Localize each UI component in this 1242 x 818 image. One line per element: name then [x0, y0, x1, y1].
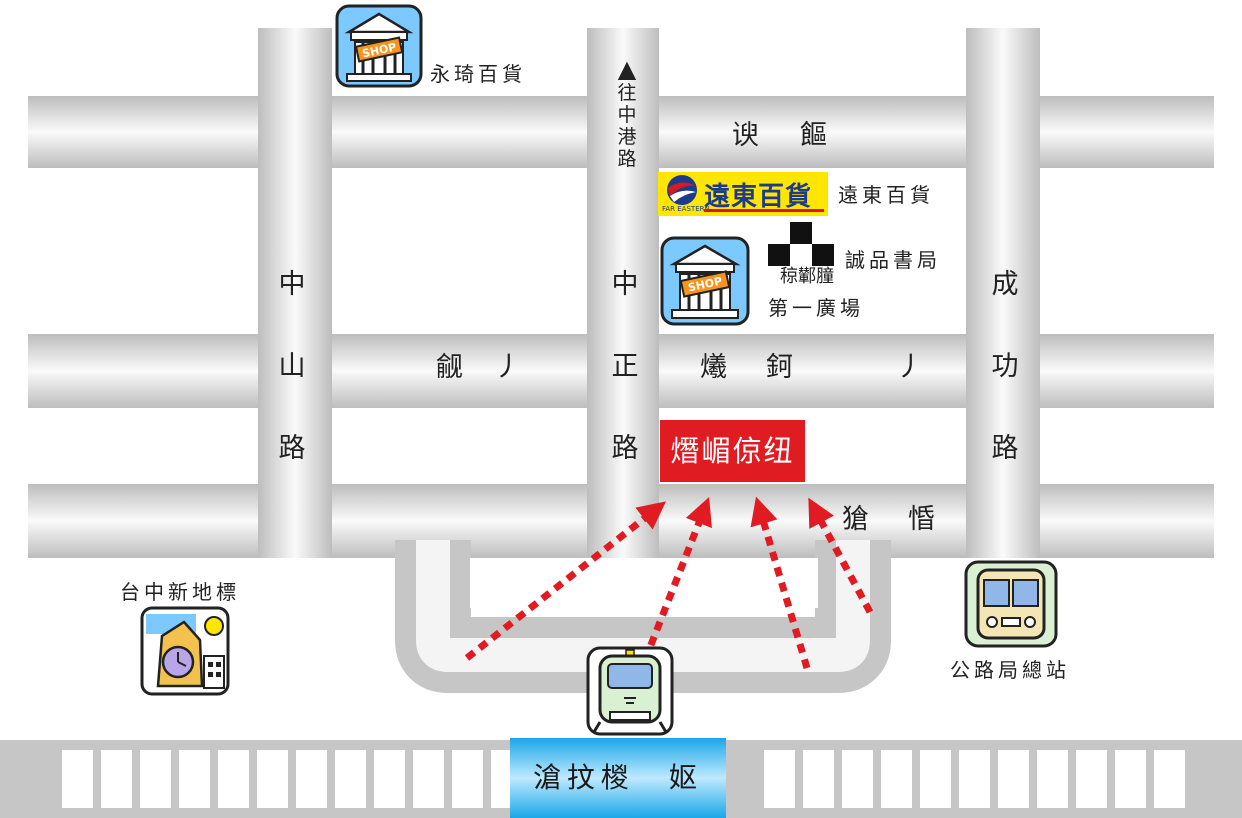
- road-zhongzheng: [587, 28, 659, 558]
- railway-tie: [803, 750, 834, 808]
- clock-tower-icon: [140, 606, 230, 696]
- railway-tie: [452, 750, 483, 808]
- road-chenggong-char-3: 路: [991, 433, 1019, 464]
- railway-tie: [257, 750, 288, 808]
- fareastern-logo-en: FAR EASTERN: [662, 205, 710, 213]
- road-chenggong-char-2: 功: [991, 351, 1019, 382]
- route-arrow-1: [464, 501, 667, 661]
- railway-tie: [101, 750, 132, 808]
- railway-tie: [1037, 750, 1068, 808]
- road-chenggong-char-1: 成: [991, 269, 1019, 300]
- north-road-char-1: 中: [617, 104, 637, 126]
- railway-tie: [374, 750, 405, 808]
- arrow-up-icon: ▲: [617, 55, 637, 83]
- road-zhongzheng-char-2: 正: [611, 351, 639, 382]
- railway-tie: [179, 750, 210, 808]
- fareastern-logo-underline: [704, 209, 824, 212]
- north-indicator: ▲ 往 中 港 路: [604, 56, 650, 170]
- railway-tie: [764, 750, 795, 808]
- bus-icon: [964, 560, 1058, 648]
- railway-tie: [62, 750, 93, 808]
- road-bottom-char-2: 惛: [908, 504, 935, 535]
- railway-tie: [1076, 750, 1107, 808]
- railway-tie: [842, 750, 873, 808]
- fareastern-logo: 遠東百貨 FAR EASTERN: [658, 172, 828, 216]
- label-first-plaza: 第一廣場: [768, 296, 864, 320]
- road-middle-char-5: 丿: [896, 352, 923, 383]
- road-chenggong: [966, 28, 1040, 558]
- road-zhongshan-char-3: 路: [278, 433, 306, 464]
- railway-tie: [881, 750, 912, 808]
- road-middle-char-2: 丿: [494, 352, 521, 383]
- road-bottom-char-1: 獊: [842, 504, 869, 535]
- train-icon: [586, 646, 674, 736]
- destination-marker: 熸嵋倞纽: [660, 420, 805, 482]
- road-top-char-1: 谀: [732, 120, 759, 151]
- railway-tie: [335, 750, 366, 808]
- fareastern-logo-text: 遠東百貨: [704, 182, 813, 212]
- route-arrow-3: [750, 496, 811, 669]
- label-fareastern: 遠東百貨: [838, 183, 934, 207]
- road-zhongshan-char-2: 山: [278, 351, 306, 382]
- road-label-zhongzheng: 中 正 路: [605, 244, 645, 490]
- route-arrow-4: [808, 497, 874, 614]
- railway-ties: [62, 750, 1185, 808]
- station-sign: 滄抆椶 妪: [510, 738, 726, 818]
- route-arrow-2: [641, 496, 712, 662]
- railway-tie: [1154, 750, 1185, 808]
- shop-building-icon: SHOP: [660, 236, 750, 326]
- station-name: 滄抆椶 妪: [532, 761, 703, 794]
- railway-tie: [959, 750, 990, 808]
- north-road-char-3: 路: [617, 148, 637, 170]
- road-label-chenggong: 成 功 路: [985, 244, 1025, 490]
- label-bus-station: 公路局總站: [950, 658, 1070, 682]
- road-top-char-2: 饇: [800, 120, 827, 151]
- label-landmark: 台中新地標: [120, 580, 240, 604]
- road-middle-char-3: 爔: [700, 352, 727, 383]
- fareastern-swirl-icon: [667, 175, 697, 205]
- road-middle-char-1: 觎: [436, 352, 463, 383]
- road-label-zhongshan: 中 山 路: [272, 244, 312, 490]
- label-yongqi-department-store: 永琦百貨: [430, 62, 526, 86]
- north-road-char-2: 港: [617, 126, 637, 148]
- label-eslite-sub: 稤鄻膧: [780, 266, 834, 287]
- checkered-logo-icon: [768, 222, 834, 266]
- railway-tie: [998, 750, 1029, 808]
- north-direction-label: 往: [617, 82, 637, 104]
- railway-tie: [1115, 750, 1146, 808]
- railway-tie: [920, 750, 951, 808]
- road-zhongzheng-char-1: 中: [611, 269, 639, 300]
- shop-building-icon: SHOP: [335, 4, 423, 88]
- road-zhongshan: [258, 28, 332, 558]
- railway-tie: [140, 750, 171, 808]
- road-zhongzheng-char-3: 路: [611, 433, 639, 464]
- road-zhongshan-char-1: 中: [278, 269, 306, 300]
- railway-tie: [218, 750, 249, 808]
- railway-tie: [296, 750, 327, 808]
- label-eslite-bookstore: 誠品書局: [845, 248, 941, 272]
- road-middle-char-4: 鈳: [766, 352, 793, 383]
- railway-tie: [413, 750, 444, 808]
